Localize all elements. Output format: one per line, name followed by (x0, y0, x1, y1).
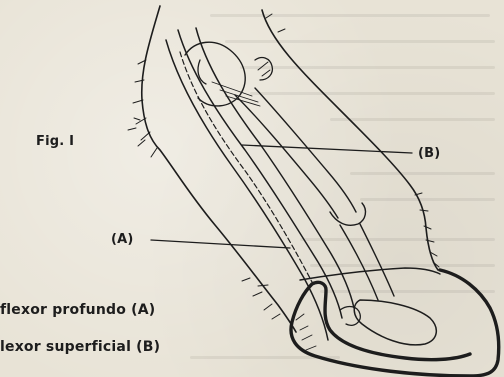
label-b: (B) (418, 146, 440, 161)
caption-superficial-flexor: lexor superficial (B) (0, 339, 160, 355)
coronet-band (300, 268, 440, 280)
leader-line-a (151, 240, 290, 248)
hair-strokes-back (128, 60, 280, 319)
leg-front-outline (262, 10, 438, 270)
navicular (340, 307, 360, 326)
hoof-wall (291, 270, 499, 376)
coffin-bone (354, 300, 436, 345)
leg-back-outline (142, 6, 296, 332)
label-a: (A) (111, 232, 134, 247)
superficial-flexor-tendon (178, 30, 342, 318)
heel-shading (296, 314, 316, 350)
hair-strokes-front (266, 14, 439, 267)
caption-deep-flexor: flexor profundo (A) (0, 302, 155, 318)
figure-number: Fig. I (36, 134, 74, 149)
middle-phalanx (340, 225, 378, 300)
leader-line-b (242, 145, 412, 153)
